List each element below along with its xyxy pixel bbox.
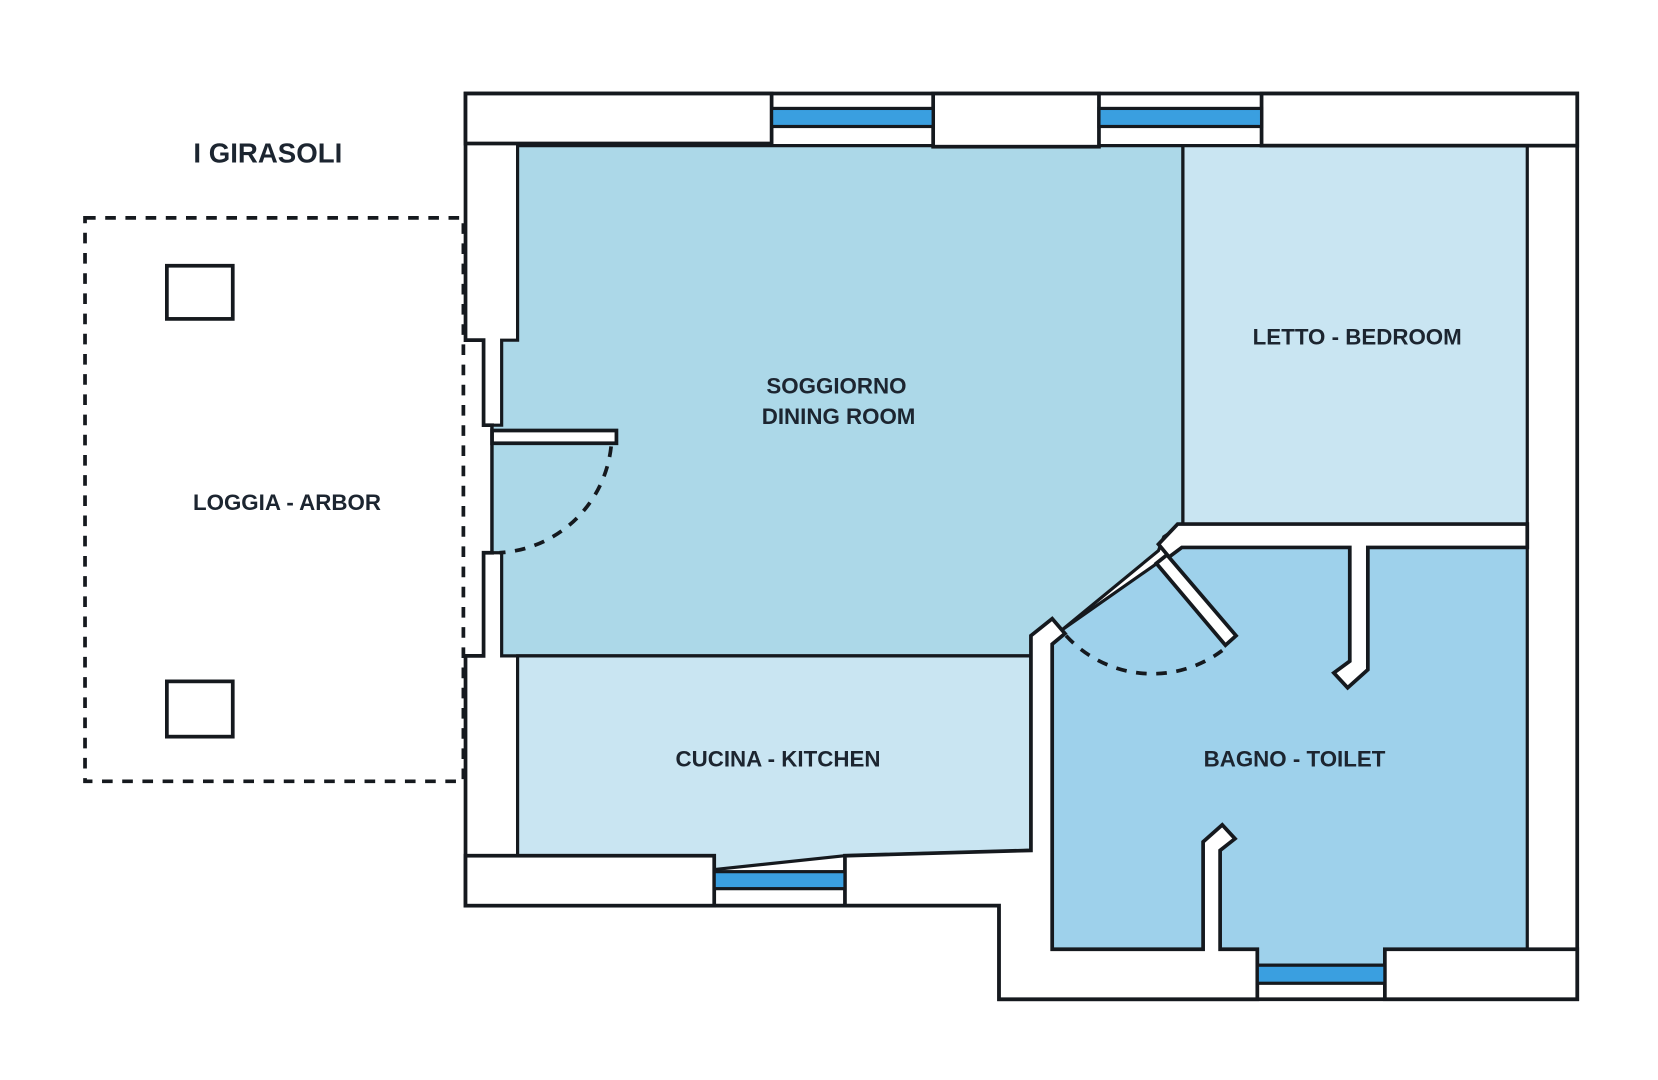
window	[770, 106, 935, 129]
window	[1255, 963, 1387, 985]
wall-block	[463, 91, 774, 146]
toilet-door	[1153, 552, 1239, 648]
loggia-outline	[83, 216, 466, 784]
pillar	[165, 263, 235, 321]
window	[1097, 106, 1264, 129]
dining-room-area	[490, 144, 1185, 658]
door-swing-arc	[499, 446, 613, 555]
dining-room-label-en: DINING ROOM	[762, 404, 916, 429]
window	[712, 870, 847, 891]
kitchen-label: CUCINA - KITCHEN	[676, 746, 881, 771]
plan-title: I GIRASOLI	[193, 138, 342, 169]
loggia-label: LOGGIA - ARBOR	[193, 490, 381, 515]
door-swing-arc	[1064, 634, 1224, 676]
entrance-door	[490, 428, 619, 446]
wall-block	[1259, 91, 1580, 148]
pillar	[165, 679, 235, 739]
dining-room-label: SOGGIORNO	[766, 373, 906, 398]
wall-block	[463, 853, 717, 908]
bedroom-label: LETTO - BEDROOM	[1253, 324, 1462, 349]
wall-block	[931, 91, 1101, 149]
wall-block	[1382, 947, 1580, 1002]
toilet-label: BAGNO - TOILET	[1204, 746, 1386, 771]
interior-wall	[843, 616, 1260, 1002]
